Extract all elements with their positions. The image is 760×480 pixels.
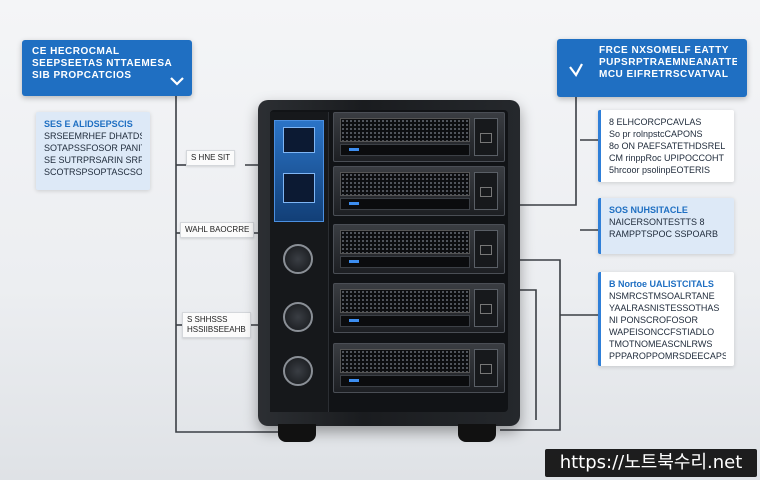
tag-2-text: WAHL BAOCRRE — [185, 225, 250, 234]
right-info-card-2: SOS NUHSITACLE NAICERSONTESTTS 8 RAMPPTS… — [598, 198, 734, 254]
right-card1-line-1: 8 ELHCORCPCAVLAS — [609, 117, 702, 127]
checkmark-icon — [569, 63, 583, 78]
right-card2-line-2: NAICERSONTESTTS 8 — [609, 217, 705, 227]
server-emblem-icon — [283, 244, 313, 274]
status-screen-bottom — [283, 173, 315, 203]
left-tag-1: S HNE SIT — [186, 150, 236, 166]
right-card1-line-4: CM rinppRoc UPIPOCCOHT — [609, 153, 725, 163]
right-card3-line-5: WAPEISONCCFSTIADLO — [609, 327, 715, 337]
right-card3-line-4: NI PONSCROFOSOR — [609, 315, 699, 325]
tag-3-text: S SHHSSS — [187, 315, 228, 324]
chevron-down-icon — [170, 77, 184, 86]
drive-bay-1 — [333, 112, 505, 162]
left-title-line-3: SIB PROPCATCIOS — [32, 70, 132, 81]
cabinet-foot-right — [458, 424, 496, 442]
drive-bay-5 — [333, 343, 505, 393]
right-card2-line-3: RAMPPTSPOC SSPOARB — [609, 229, 719, 239]
left-card-line-5: SCOTRSPSOPTASCSOEEC — [44, 167, 142, 177]
right-info-card-1: 8 ELHCORCPCAVLAS So pr rolnpstcCAPONS 8o… — [598, 110, 734, 182]
right-card1-line-2: So pr rolnpstcCAPONS — [609, 129, 703, 139]
left-card-line-4: SE SUTRPRSARIN SRPACESS — [44, 155, 142, 165]
cabinet-foot-left — [278, 424, 316, 442]
drive-bay-4 — [333, 283, 505, 333]
drive-bay-2 — [333, 166, 505, 216]
right-title-box: FRCE NXSOMELF EATTY PUPSRPTRAEMNEANATTE … — [557, 39, 747, 97]
shield-emblem-icon — [283, 356, 313, 386]
right-card3-line-2: NSMRCSTMSOALRTANE — [609, 291, 715, 301]
right-info-card-3: B Nortoe UALISTCITALS NSMRCSTMSOALRTANE … — [598, 272, 734, 366]
right-title-line-1: FRCE NXSOMELF EATTY — [599, 45, 729, 56]
drive-bay-3 — [333, 224, 505, 274]
right-card1-line-3: 8o ON PAEFSATETHDSREL — [609, 141, 726, 151]
left-card-line-3: SOTAPSSFOSOR PANITOSS — [44, 143, 142, 153]
control-panel-blue — [274, 120, 324, 222]
tag-3b-text: HSSIIBSEEAHB — [187, 325, 246, 334]
right-title-line-2: PUPSRPTRAEMNEANATTE — [599, 57, 737, 68]
watermark-url: https://노트북수리.net — [545, 449, 757, 477]
left-title-box: CE HECROCMAL SEEPSEETAS NTTAEMESA SIB PR… — [22, 40, 192, 96]
left-info-card: SES E ALIDSEPSCIS SRSEEMRHEF DHATDSC SOT… — [36, 112, 150, 190]
left-tag-3: S SHHSSS HSSIIBSEEAHB — [182, 312, 251, 338]
right-card1-line-5: 5hrcoor psolinpEOTERIS — [609, 165, 711, 175]
right-card3-line-7: PPPAROPPOMRSDEECAPS — [609, 351, 726, 361]
left-title-line-1: CE HECROCMAL — [32, 46, 120, 57]
right-title-line-3: MCU EIFRETRSCVATVAL — [599, 69, 729, 80]
status-screen-top — [283, 127, 315, 153]
right-card3-line-1: B Nortoe UALISTCITALS — [609, 279, 714, 289]
right-card2-line-1: SOS NUHSITACLE — [609, 205, 688, 215]
left-card-line-2: SRSEEMRHEF DHATDSC — [44, 131, 142, 141]
left-tag-2: WAHL BAOCRRE — [180, 222, 255, 238]
right-card3-line-3: YAALRASNISTESSOTHAS — [609, 303, 720, 313]
right-card3-line-6: TMOTNOMEASCNLRWS — [609, 339, 713, 349]
left-title-line-2: SEEPSEETAS NTTAEMESA — [32, 58, 173, 69]
tag-1-text: S HNE SIT — [191, 153, 231, 162]
lock-emblem-icon — [283, 302, 313, 332]
left-card-line-1: SES E ALIDSEPSCIS — [44, 119, 133, 129]
